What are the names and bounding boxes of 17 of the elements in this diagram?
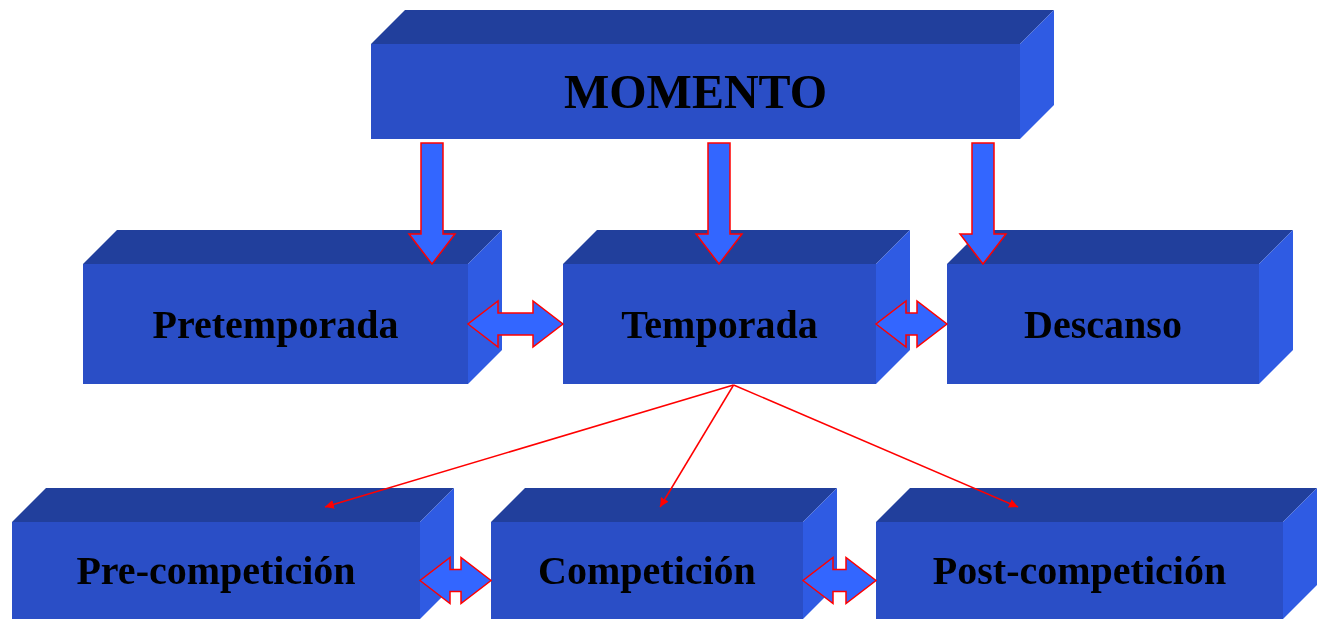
box-label: Competición	[538, 547, 756, 594]
block-arrow	[694, 142, 744, 266]
box-label: Pretemporada	[152, 300, 399, 348]
arrow	[659, 384, 735, 508]
double-block-arrow	[801, 555, 878, 606]
double-block-arrow	[874, 299, 949, 349]
box-label: Temporada	[621, 300, 818, 348]
box-label: MOMENTO	[563, 64, 828, 119]
box-label: Post-competición	[932, 547, 1227, 594]
double-block-arrow	[466, 299, 565, 349]
double-block-arrow	[418, 555, 493, 606]
block-arrow	[407, 142, 457, 266]
arrow	[732, 384, 1019, 508]
box-label: Pre-competición	[76, 547, 356, 594]
box-label: Descanso	[1024, 300, 1182, 348]
block-arrow	[958, 142, 1008, 266]
arrow	[324, 384, 735, 509]
